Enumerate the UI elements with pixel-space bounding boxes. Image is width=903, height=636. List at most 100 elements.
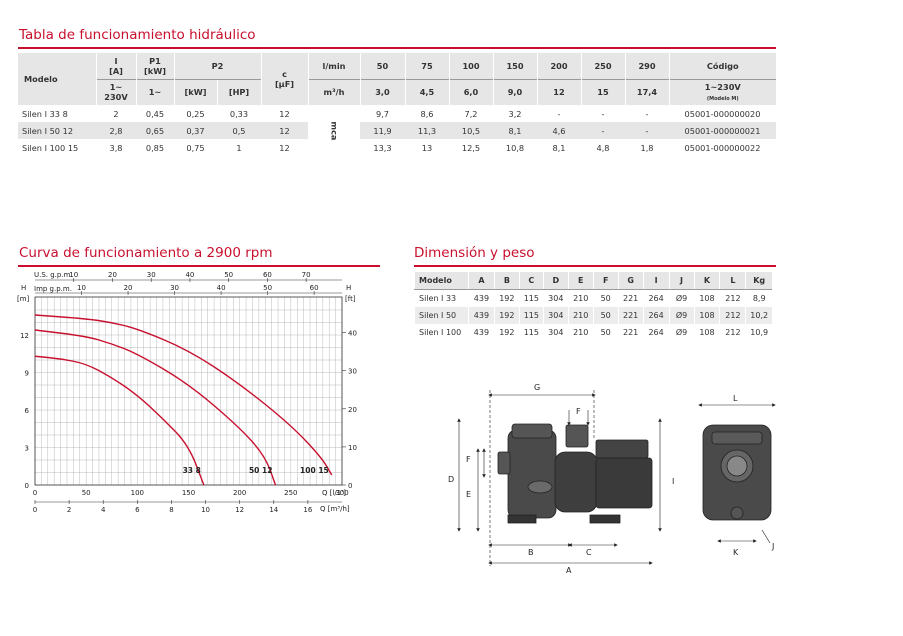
row-hp: 0,33 (229, 108, 249, 119)
dim-cell: 108 (693, 289, 720, 307)
row-kw: 0,37 (174, 122, 217, 139)
dimension-rule (414, 265, 776, 267)
series-label: 50 12 (249, 466, 273, 475)
table-row: Silen I 50 12 2,8 0,65 0,37 0,5 12 11,9 … (18, 122, 776, 139)
dim-cell: 115 (518, 289, 544, 307)
label-b: B (528, 548, 534, 557)
row-kw: 0,25 (186, 108, 205, 119)
label-l: L (733, 394, 738, 403)
dim-cell: 264 (642, 307, 670, 324)
row-p1: 0,65 (136, 122, 174, 139)
impgpm-tick-label: 60 (310, 284, 319, 292)
q-lmin-tick-label: 250 (284, 489, 297, 497)
row-val: 9,7 (375, 108, 390, 119)
row-val: 12,5 (461, 142, 481, 153)
dim-cell: 304 (542, 324, 569, 341)
flow-m3h: 15 (580, 78, 625, 105)
row-c: 12 (279, 108, 290, 119)
impgpm-tick-label: 50 (263, 284, 272, 292)
pump-dimension-drawing: G F D E F I B C A L K J (448, 383, 776, 575)
dim-cell: Silen I 50 (414, 307, 469, 324)
right-tick-label: 0 (348, 482, 352, 490)
dim-cell: 115 (518, 324, 544, 341)
dim-cell: 264 (642, 324, 670, 341)
series-curve (34, 314, 333, 476)
row-val: 11,9 (360, 122, 405, 139)
hdr-codigo: Código (668, 53, 776, 79)
row-val: - (645, 108, 649, 119)
hydraulic-title: Tabla de funcionamiento hidráulico (19, 27, 256, 43)
left-tick-label: 6 (25, 407, 30, 415)
row-val: 10,5 (449, 122, 493, 139)
flow-m3h: 12 (536, 78, 581, 105)
row-val: 11,3 (405, 122, 449, 139)
row-i: 2,8 (96, 122, 136, 139)
flow-m3h: 9,0 (492, 78, 537, 105)
dim-cell: 221 (617, 307, 644, 324)
q-m3h-tick-label: 4 (101, 506, 106, 514)
curve-rule (18, 265, 380, 267)
title-rule (18, 47, 776, 49)
q-m3h-tick-label: 16 (303, 506, 312, 514)
q-lmin-tick-label: 100 (131, 489, 144, 497)
hdr-modelo: Modelo (18, 53, 96, 105)
hdr-i: I[A] (95, 53, 136, 79)
q-m3h-tick-label: 6 (135, 506, 140, 514)
row-val: - (581, 122, 625, 139)
table-row: Silen I 100 439 192 115 304 210 50 221 2… (414, 324, 772, 341)
label-e: E (466, 490, 471, 499)
dim-cell: Ø9 (668, 324, 694, 341)
impgpm-tick-label: 30 (170, 284, 179, 292)
row-val: - (601, 108, 605, 119)
q-m3h-label: Q [m³/h] (320, 505, 350, 513)
dim-header-row: Modelo A B C D E F G I J K L Kg (414, 272, 772, 290)
hdr-hp: [HP] (216, 78, 261, 105)
chart-series (34, 314, 333, 486)
dim-hdr: D (542, 272, 569, 290)
row-val: 8,1 (493, 122, 537, 139)
pump-side-view (497, 423, 653, 524)
usgpm-tick-label: 20 (108, 271, 117, 279)
dimension-title: Dimensión y peso (414, 245, 535, 261)
hdr-p1-phase: 1~ (135, 78, 174, 105)
row-val: 8,1 (552, 142, 566, 153)
table-row: Silen I 33 8 2 0,45 0,25 0,33 12 mca 9,7… (18, 105, 776, 156)
dim-cell: 304 (542, 307, 569, 324)
q-lmin-tick-label: 200 (233, 489, 246, 497)
hdr-code-volt: 1~230V(Modelo M) (668, 78, 776, 105)
flow-lmin: 100 (448, 53, 493, 79)
hdr-i-volt: 1~ 230V (95, 78, 136, 105)
row-val: 3,2 (508, 108, 522, 119)
pump-front-view (702, 424, 772, 521)
impgpm-tick-label: 40 (217, 284, 226, 292)
series-label: 100 15 (300, 466, 329, 475)
q-m3h-tick-label: 12 (235, 506, 244, 514)
q-m3h-tick-label: 14 (269, 506, 278, 514)
row-code: 05001-000000020 (684, 108, 761, 119)
dim-cell: 50 (592, 289, 619, 307)
dim-cell: 210 (567, 307, 594, 324)
dim-cell: 108 (693, 324, 720, 341)
label-g: G (534, 383, 540, 392)
impgpm-tick-label: 10 (77, 284, 86, 292)
q-lmin-label: Q [l/1'] (322, 489, 346, 497)
dim-cell: 210 (567, 324, 594, 341)
row-val: 4,8 (596, 142, 610, 153)
hdr-kw: [kW] (173, 78, 217, 105)
row-val: - (557, 108, 561, 119)
label-a: A (566, 566, 572, 575)
row-c: 12 (279, 142, 290, 153)
dimension-table: Modelo A B C D E F G I J K L Kg Silen I … (414, 272, 772, 341)
label-f-left: F (466, 455, 471, 464)
hdr-p2: P2 (173, 53, 261, 79)
dim-hdr: F (592, 272, 619, 290)
dim-cell: Ø9 (668, 289, 694, 307)
row-val: 4,6 (537, 122, 581, 139)
row-kw: 0,75 (186, 142, 205, 153)
q-m3h-tick-label: 10 (201, 506, 210, 514)
right-axis-h-label: H (346, 284, 351, 292)
dim-cell: 221 (617, 324, 644, 341)
row-code: 05001-000000022 (684, 142, 761, 153)
